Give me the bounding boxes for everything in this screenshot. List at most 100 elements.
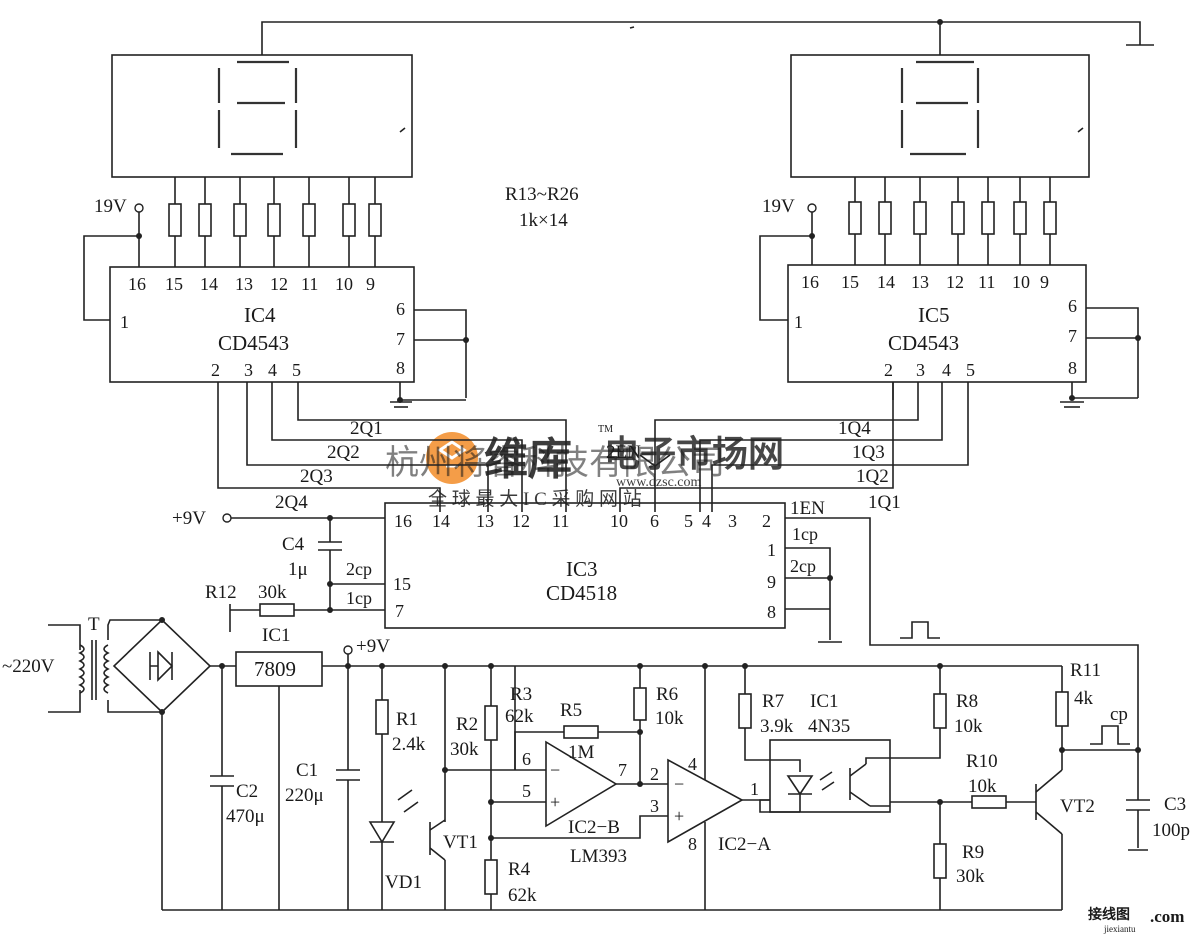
r9-name: R9 (962, 842, 984, 863)
c2-value: 470μ (226, 806, 265, 827)
watermark-logo-icon (437, 440, 467, 468)
ic3-pin-7: 7 (395, 601, 404, 621)
ic3-pin-4: 4 (702, 511, 711, 531)
ic4-pin-9: 9 (366, 274, 375, 294)
bus-1q1: 1Q1 (868, 492, 901, 513)
bus-1q2: 1Q2 (856, 466, 889, 487)
ic4-vdd-label: 19V (94, 196, 127, 217)
ic4-pin-2: 2 (211, 360, 220, 380)
ic5-pin-2: 2 (884, 360, 893, 380)
power-supply: ~220V T 7809 IC1 C2 470μ +9V (2, 614, 1062, 911)
opto-name: IC1 (810, 691, 839, 712)
ic4-pin-10: 10 (335, 274, 353, 294)
bcd-bus-left: 2Q1 2Q2 2Q3 2Q4 (217, 382, 567, 513)
display-left (111, 54, 413, 178)
r6-value: 10k (655, 708, 684, 729)
ic4-pin-5: 5 (292, 360, 301, 380)
r3-name: R3 (510, 684, 532, 705)
r8-name: R8 (956, 691, 978, 712)
bcd-bus-right: 1Q4 1Q3 1Q2 1Q1 2EN (606, 382, 969, 513)
ic3-label-1cp-left: 1cp (346, 588, 372, 608)
ic4-pin-1: 1 (120, 312, 129, 332)
ic5-pin-3: 3 (916, 360, 925, 380)
ic4-pin-15: 15 (165, 274, 183, 294)
c3-value: 100p (1152, 820, 1190, 841)
ic3-pin-11: 11 (552, 511, 569, 531)
ic2a-pin-2: 2 (650, 764, 659, 784)
watermark-company: 杭州将睿科技有限公司 (385, 444, 725, 482)
r8-value: 10k (954, 716, 983, 737)
ic3-label-1cp-right: 1cp (792, 524, 818, 544)
r1-name: R1 (396, 709, 418, 730)
r9-value: 30k (956, 866, 985, 887)
ic3-chip: 16 14 13 12 11 10 6 5 4 3 2 IC3 CD4518 2… (346, 502, 818, 629)
resistor-array-value: 1k×14 (519, 210, 568, 231)
watermark: 维库 TM 电子市场网 www.dzsc.com 全 球 最 大 I C 采 购… (385, 424, 784, 510)
r2-value: 30k (450, 739, 479, 760)
ic3-pin-6: 6 (650, 511, 659, 531)
ic2a-label: IC2−A (718, 834, 771, 855)
ic5-pin-11: 11 (978, 272, 995, 292)
ic4-part: CD4543 (218, 331, 289, 355)
c1-value: 220μ (285, 785, 324, 806)
vd1-label: VD1 (385, 872, 422, 893)
ic5-pin-8: 8 (1068, 358, 1077, 378)
ic3-pin-14: 14 (432, 511, 450, 531)
ic5-pin-10: 10 (1012, 272, 1030, 292)
bus-1q4: 1Q4 (838, 418, 871, 439)
c1-name: C1 (296, 760, 318, 781)
ic4-wiring: 19V (83, 196, 469, 408)
ic4-pin-14: 14 (200, 274, 218, 294)
cp-label: cp (1110, 704, 1128, 725)
ic5-segment-resistors (848, 177, 1057, 265)
bus-1q3: 1Q3 (852, 442, 885, 463)
r10-value: 10k (968, 776, 997, 797)
bus-2q2: 2Q2 (327, 442, 360, 463)
ic2a-pin-8: 8 (688, 834, 697, 854)
c4-name: C4 (282, 534, 305, 555)
r4-value: 62k (508, 885, 537, 906)
ic5-wiring: 19V (759, 196, 1141, 408)
ic5-pin-15: 15 (841, 272, 859, 292)
corner-watermark: 接线图 .com jiexiantu (1088, 906, 1184, 934)
c2-name: C2 (236, 781, 258, 802)
output-section: R7 3.9k IC1 4N35 R8 10k R10 10k R9 30k (738, 660, 1190, 910)
ic5-pin-14: 14 (877, 272, 895, 292)
r4-name: R4 (508, 859, 531, 880)
bus-2q1: 2Q1 (350, 418, 383, 439)
ic5-pin-4: 4 (942, 360, 951, 380)
ic5-name: IC5 (918, 303, 950, 327)
ic5-chip: 16 15 14 13 12 11 10 9 1 IC5 CD4543 6 7 … (787, 264, 1087, 383)
ic2b-pin-5: 5 (522, 781, 531, 801)
ic5-vdd-label: 19V (762, 196, 795, 217)
ic2-part: LM393 (570, 846, 627, 867)
ic4-name: IC4 (244, 303, 276, 327)
bus-2q4: 2Q4 (275, 492, 308, 513)
ic2a-pin-1: 1 (750, 779, 759, 799)
corner-watermark-cn: 接线图 (1088, 906, 1130, 923)
ic2b-pin-6: 6 (522, 749, 531, 769)
r1-value: 2.4k (392, 734, 426, 755)
ic5-pin-5: 5 (966, 360, 975, 380)
bus-2q3: 2Q3 (300, 466, 333, 487)
r5-value: 1M (568, 742, 595, 763)
ic2b-non-sign: + (550, 792, 560, 812)
display-common-wire (261, 19, 1154, 55)
ic3-name: IC3 (566, 557, 598, 581)
ic4-pin-16: 16 (128, 274, 146, 294)
ic4-pin-13: 13 (235, 274, 253, 294)
ic2b-label: IC2−B (568, 817, 620, 838)
display-right (790, 54, 1090, 178)
ic3-label-2cp: 2cp (346, 559, 372, 579)
resistor-array-label: R13~R26 (505, 184, 579, 205)
ic5-pin-13: 13 (911, 272, 929, 292)
ic2a-inv-sign: − (674, 774, 684, 794)
ic3-wiring: +9V C4 1μ R12 30k 1EN (172, 498, 1139, 750)
watermark-url: www.dzsc.com (616, 475, 702, 490)
c4-value: 1μ (288, 559, 308, 580)
watermark-logo-text: 维库 (484, 435, 572, 484)
r2-name: R2 (456, 714, 478, 735)
ic4-segment-resistors (168, 177, 382, 267)
r7-value: 3.9k (760, 716, 794, 737)
